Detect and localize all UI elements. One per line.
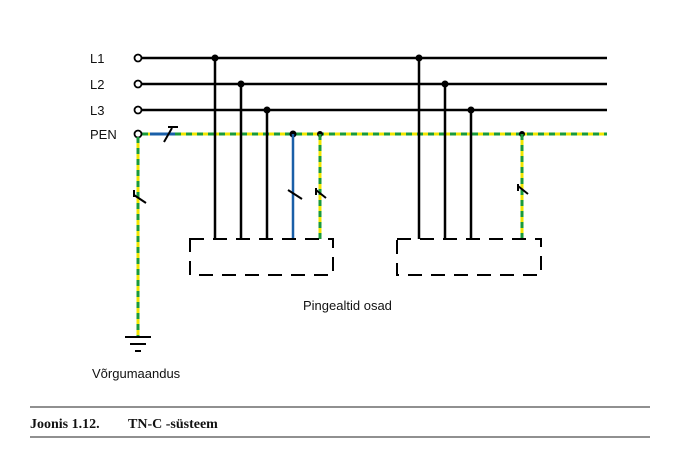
junction-dots: [211, 54, 525, 138]
neutral-mark: [287, 189, 303, 200]
exposed-parts-label: Pingealtid osad: [303, 298, 392, 313]
load-box-left: [189, 238, 334, 276]
phase-buses: [142, 56, 607, 112]
earthing-label: Võrgumaandus: [92, 366, 181, 381]
earth-icon: [125, 336, 151, 352]
load-boxes: [189, 238, 542, 276]
caption-number: Joonis 1.12.: [30, 417, 100, 432]
terminals: [133, 53, 143, 139]
caption-title: TN-C -süsteem: [128, 417, 218, 432]
label-l1: L1: [90, 51, 104, 66]
label-pen: PEN: [90, 127, 117, 142]
label-l2: L2: [90, 77, 104, 92]
load-box-right: [396, 238, 542, 276]
label-l3: L3: [90, 103, 104, 118]
pe-conductors: [133, 134, 529, 336]
left-load-phases: [213, 58, 473, 239]
pen-bus: [142, 126, 607, 143]
